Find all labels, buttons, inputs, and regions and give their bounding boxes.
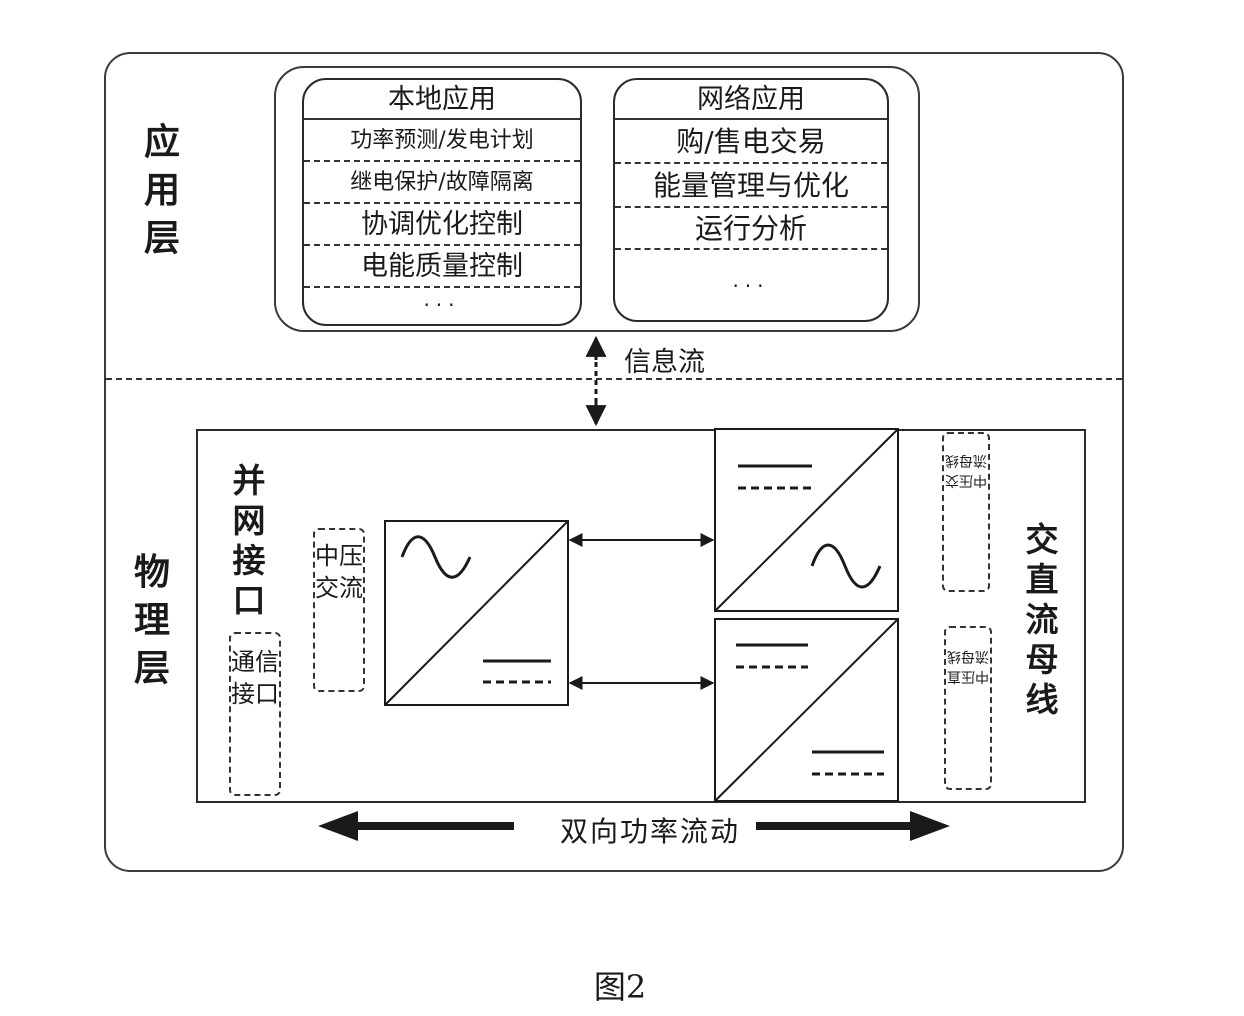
local-app-item: 电能质量控制: [304, 246, 580, 288]
comm-interface-box: 通信接口: [229, 632, 281, 796]
grid-interface-label: 并网接口: [232, 461, 266, 620]
figure-caption: 图2: [593, 968, 647, 1006]
acdc-bus-label: 交直流母线: [1025, 520, 1059, 719]
network-apps-panel: 网络应用 购/售电交易 能量管理与优化 运行分析 ···: [613, 78, 889, 322]
mv-ac-bus-box: 中压交流母线: [942, 432, 990, 592]
mv-ac-label: 中压交流: [315, 542, 363, 602]
dcac-converter: [714, 428, 899, 612]
power-flow-arrows: [318, 811, 950, 841]
network-apps-title: 网络应用: [615, 80, 887, 120]
power-flow-label: 双向功率流动: [559, 815, 740, 848]
network-app-item: 能量管理与优化: [615, 164, 887, 208]
right-arrowhead-icon: [910, 811, 950, 841]
mv-ac-box: 中压交流: [313, 528, 365, 692]
network-app-item: 运行分析: [615, 208, 887, 250]
local-apps-panel: 本地应用 功率预测/发电计划 继电保护/故障隔离 协调优化控制 电能质量控制 ·…: [302, 78, 582, 326]
application-container: [274, 66, 920, 332]
local-apps-title: 本地应用: [304, 80, 580, 120]
network-app-item: 购/售电交易: [615, 120, 887, 164]
ac-symbol-icon: [400, 535, 472, 579]
comm-interface-label: 通信接口: [231, 648, 279, 708]
ac-symbol-icon: [810, 543, 882, 589]
application-layer-label: 应用层: [143, 121, 180, 259]
acdc-converter: [384, 520, 569, 706]
physical-system-box: [196, 429, 1086, 803]
local-app-item: 继电保护/故障隔离: [304, 162, 580, 204]
local-app-item: 功率预测/发电计划: [304, 120, 580, 162]
local-app-item: ···: [423, 293, 461, 317]
mv-dc-bus-box: 中压直流母线: [944, 626, 992, 790]
network-app-item: ···: [732, 274, 770, 298]
physical-layer-label: 物理层: [133, 551, 170, 689]
local-app-item: 协调优化控制: [304, 204, 580, 246]
dcdc-converter: [714, 618, 899, 802]
diagram-frame: [104, 52, 1124, 872]
left-arrowhead-icon: [318, 811, 358, 841]
info-flow-label: 信息流: [624, 347, 705, 378]
layer-divider: [106, 378, 1122, 380]
